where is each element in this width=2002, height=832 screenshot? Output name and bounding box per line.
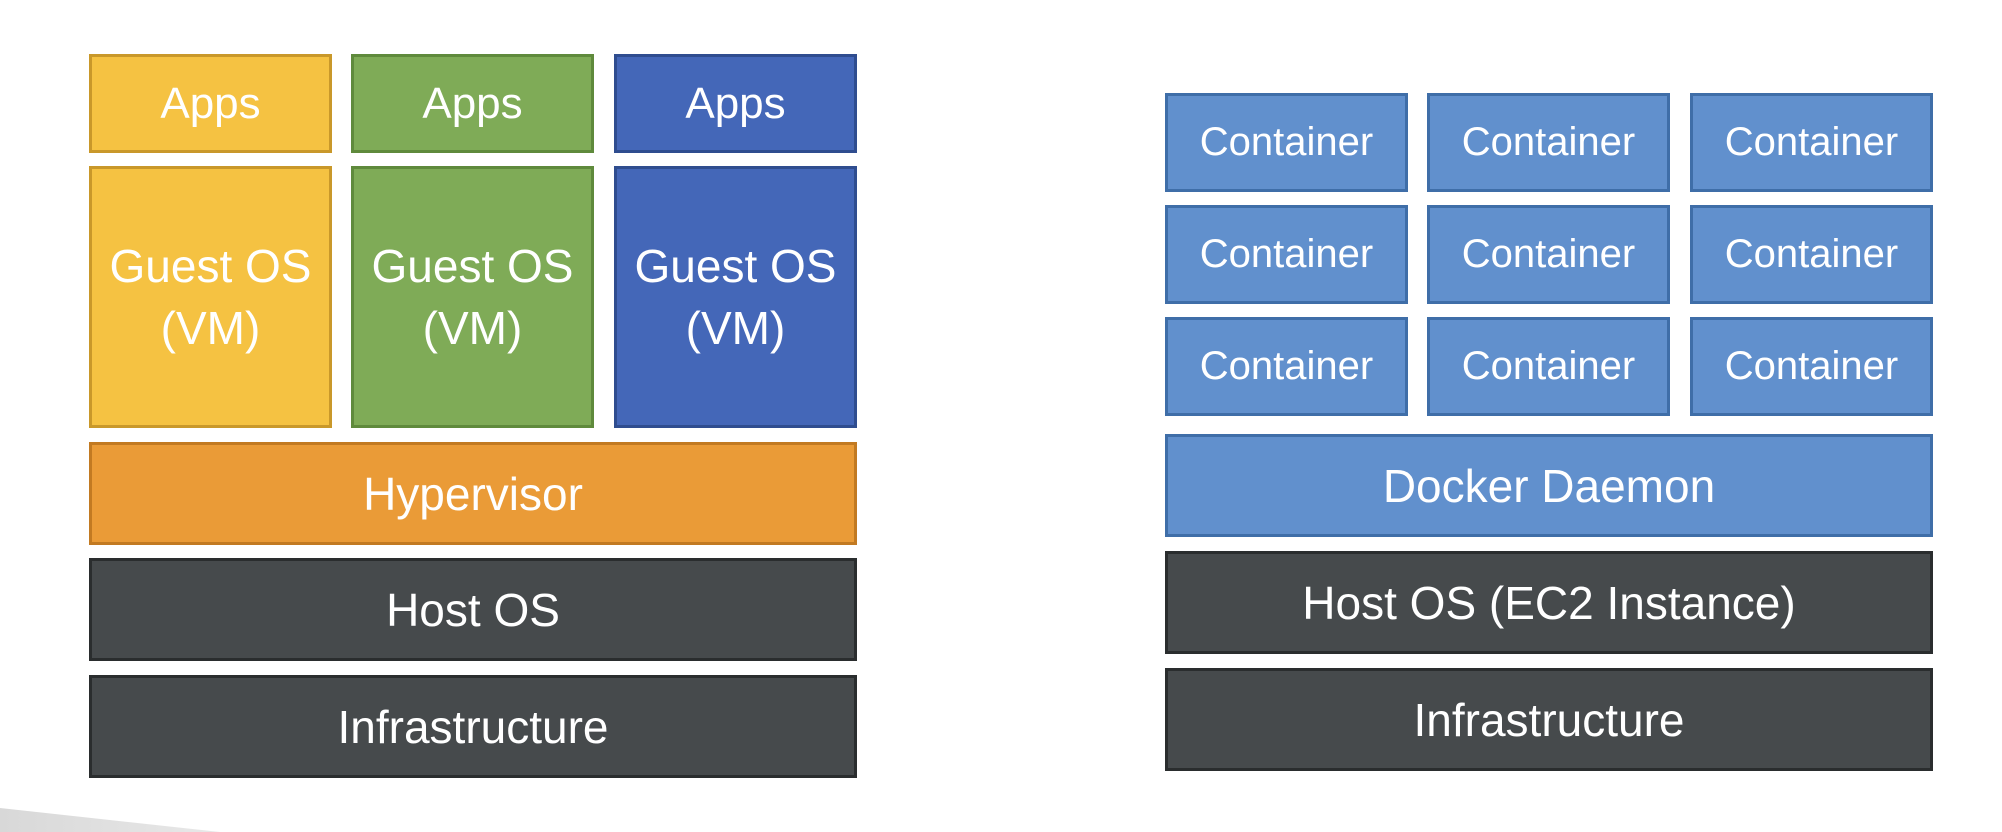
container-box: Container [1427, 205, 1670, 304]
container-box: Container [1690, 317, 1933, 416]
docker-daemon-box: Docker Daemon [1165, 434, 1933, 537]
hypervisor-box: Hypervisor [89, 442, 857, 545]
container-box: Container [1165, 205, 1408, 304]
container-box: Container [1690, 205, 1933, 304]
vm2-apps-box: Apps [351, 54, 594, 153]
slide-shadow-decoration [0, 808, 220, 832]
container-box: Container [1427, 93, 1670, 192]
container-box: Container [1690, 93, 1933, 192]
docker-infrastructure-box: Infrastructure [1165, 668, 1933, 771]
container-box: Container [1165, 93, 1408, 192]
docker-host-os-box: Host OS (EC2 Instance) [1165, 551, 1933, 654]
container-box: Container [1427, 317, 1670, 416]
container-box: Container [1165, 317, 1408, 416]
vm1-guest-os-box: Guest OS (VM) [89, 166, 332, 428]
vm3-apps-box: Apps [614, 54, 857, 153]
vm1-apps-box: Apps [89, 54, 332, 153]
vm2-guest-os-box: Guest OS (VM) [351, 166, 594, 428]
vm-infrastructure-box: Infrastructure [89, 675, 857, 778]
vm-host-os-box: Host OS [89, 558, 857, 661]
vm3-guest-os-box: Guest OS (VM) [614, 166, 857, 428]
